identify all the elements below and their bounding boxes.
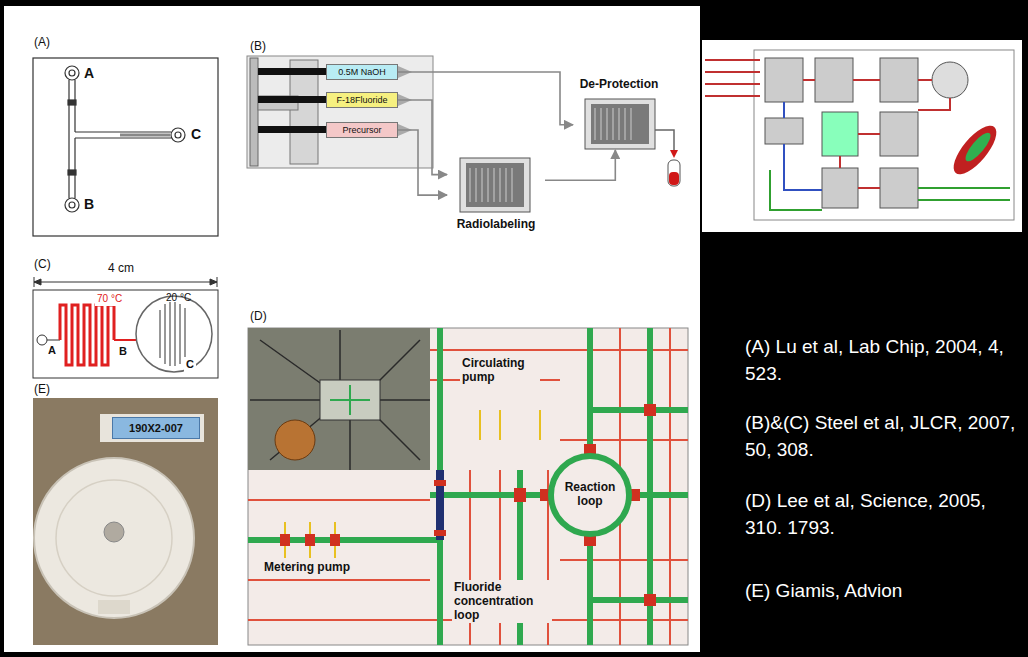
part-label: 70 °C	[95, 292, 124, 306]
microfluidic-chip-photo	[248, 328, 688, 645]
product-vial	[655, 130, 680, 186]
part-label: 20 °C	[166, 292, 191, 304]
part-label: B	[84, 196, 94, 212]
part-label: (D)	[250, 310, 267, 324]
chip-stage: Radiolabeling	[447, 150, 545, 232]
synthesizer-flow-chart	[702, 40, 1022, 232]
reaction-loop: Reaction loop	[548, 453, 632, 537]
node-text: De-Protection	[580, 78, 659, 92]
part-sticker: 190X2-007	[112, 417, 200, 439]
node-text: 190X2-007	[129, 422, 183, 435]
part-label: Fluoride concentration loop	[452, 580, 552, 623]
part-label: C	[184, 357, 196, 372]
part-label: 4 cm	[108, 262, 134, 276]
node-text: 0.5M NaOH	[338, 67, 386, 77]
flow-arrow	[545, 150, 615, 180]
reference-text: (A) Lu et al, Lab Chip, 2004, 4, 523.	[745, 334, 1020, 387]
white-panel	[4, 6, 700, 652]
part-label: (B)	[250, 40, 266, 54]
flow-arrow	[398, 100, 447, 175]
part-label: B	[117, 344, 129, 359]
reference-text: (B)&(C) Steel et al, JLCR, 2007, 50, 308…	[745, 410, 1020, 463]
node-text: Precursor	[342, 125, 381, 135]
t-junction-chip	[33, 58, 218, 236]
reagent-box: F-18Fluoride	[326, 92, 398, 108]
reference-text: (D) Lee et al, Science, 2005, 310. 1793.	[745, 488, 1020, 541]
part-label: (E)	[34, 383, 50, 397]
reagent-box: 0.5M NaOH	[326, 64, 398, 80]
two-zone-chip	[33, 290, 218, 378]
radiolabeling-chip	[460, 158, 530, 212]
part-label: A	[84, 65, 94, 81]
cartridge-photo	[33, 398, 218, 645]
dimension-line	[34, 277, 217, 287]
chip-stage: De-Protection	[573, 78, 665, 150]
part-label: (A)	[34, 36, 50, 50]
flow-arrow	[398, 130, 447, 195]
node-text: Reaction loop	[560, 481, 620, 509]
node-text: F-18Fluoride	[336, 95, 387, 105]
node-text: Radiolabeling	[457, 218, 536, 232]
part-label: A	[48, 344, 56, 357]
reference-text: (E) Giamis, Advion	[745, 578, 1020, 605]
part-label: C	[191, 126, 201, 142]
deprotection-chip	[585, 99, 655, 149]
flow-arrow	[398, 72, 573, 125]
part-label: Circulating pump	[460, 356, 540, 386]
part-label: Metering pump	[262, 560, 352, 576]
part-label: (C)	[34, 258, 51, 272]
reagent-box: Precursor	[326, 122, 398, 138]
